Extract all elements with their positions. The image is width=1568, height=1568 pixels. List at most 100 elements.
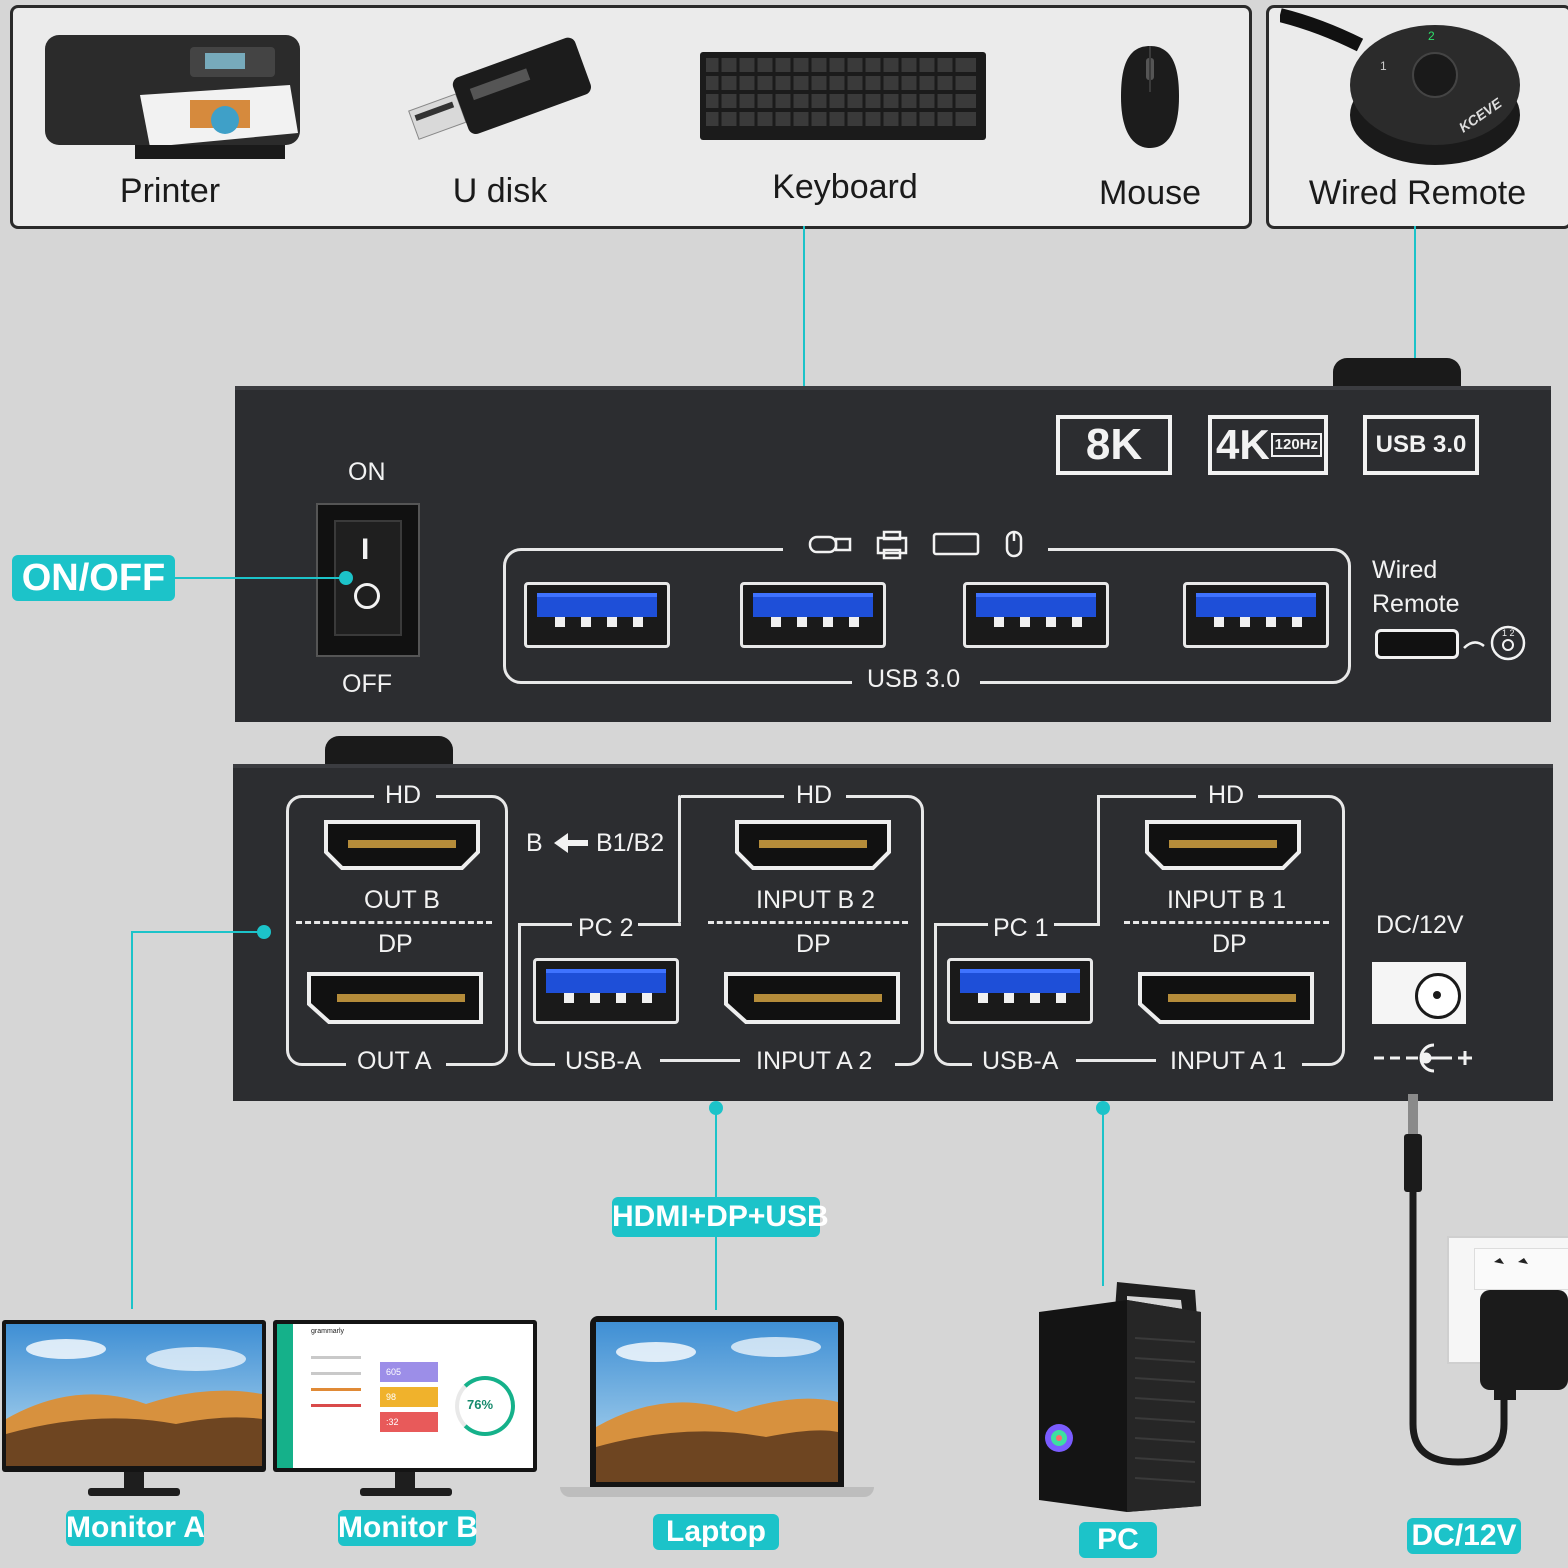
monitor-a-tag: Monitor A: [66, 1510, 205, 1546]
mouse-label: Mouse: [1098, 174, 1202, 212]
screen-row-2: [311, 1372, 361, 1375]
svg-text:1 2: 1 2: [1502, 628, 1515, 638]
badge-4k-text: 4K: [1216, 421, 1270, 468]
screen-row-3: [311, 1388, 361, 1391]
badge-usb30: USB 3.0: [1363, 415, 1479, 475]
b-route-arrow-shaft: [566, 840, 588, 846]
badge-4k: 4K 120Hz: [1208, 415, 1328, 475]
svg-text:1: 1: [1380, 59, 1387, 73]
hdmi-input-b2-port[interactable]: [733, 818, 893, 872]
b-route-from: B: [526, 829, 543, 857]
pc1-mask: [931, 788, 1099, 926]
laptop-line-2: [715, 1237, 717, 1310]
mouse-icon: [1121, 46, 1179, 148]
b-route-arrow: [554, 833, 568, 853]
bottom-foot-knob: [325, 736, 453, 768]
input-b2-label: INPUT B 2: [756, 886, 876, 914]
pc1-dash: [1124, 921, 1329, 924]
usb-a-pc2-port[interactable]: [533, 958, 679, 1024]
pc-line: [1102, 1108, 1104, 1286]
monitor-a-stand: [124, 1472, 144, 1490]
onoff-dot: [339, 571, 353, 585]
dp-label-out: DP: [378, 930, 413, 958]
printer-icon: [45, 35, 300, 159]
laptop-line-1: [715, 1108, 717, 1198]
screen-sidebar: [277, 1324, 293, 1468]
monitor-a-base: [88, 1488, 180, 1496]
udisk-icon: [408, 37, 591, 140]
top-foot-knob: [1333, 358, 1461, 390]
screen-score-ring: [455, 1376, 515, 1436]
pc1-label: PC 1: [993, 914, 1049, 942]
dc-jack-pin: [1433, 991, 1441, 999]
remote-port-icon: 1 2: [1463, 625, 1526, 661]
onoff-connector-line: [175, 577, 345, 579]
mask-hd-3: [1196, 780, 1258, 810]
remote-port[interactable]: [1375, 629, 1459, 659]
monitor-b-stand: [395, 1472, 415, 1490]
dp-label-pc1: DP: [1212, 930, 1247, 958]
usb30-label: USB 3.0: [867, 665, 961, 693]
monitor-b-base: [360, 1488, 452, 1496]
dp-out-a-port[interactable]: [305, 970, 485, 1026]
keyboard-icon: [700, 52, 986, 140]
input-a2-label: INPUT A 2: [756, 1047, 873, 1075]
screen-row-1: [311, 1356, 361, 1359]
screen-card-1: 605: [380, 1362, 438, 1382]
pc-tag: PC: [1079, 1522, 1157, 1558]
pc1-bottom-line: [1076, 1059, 1156, 1062]
usb-a-label-pc2: USB-A: [565, 1047, 642, 1075]
usb-port-1[interactable]: [524, 582, 670, 648]
out-b-label: OUT B: [364, 886, 440, 914]
dc-tag: DC/12V: [1407, 1518, 1521, 1554]
usb-label-mask: [852, 664, 980, 694]
screen-card-2: 98: [380, 1387, 438, 1407]
pc2-mask: [515, 788, 681, 926]
remote-icon: 2 1 KCEVE: [1280, 8, 1520, 165]
dp-input-a2-port[interactable]: [722, 970, 902, 1026]
dc-panel-label: DC/12V: [1376, 911, 1464, 939]
pc2-label: PC 2: [578, 914, 634, 942]
dp-input-a1-port[interactable]: [1136, 970, 1316, 1026]
hdmi-dp-usb-tag: HDMI+DP+USB: [612, 1197, 829, 1237]
mask-pc1: [988, 912, 1054, 942]
input-a1-label: INPUT A 1: [1170, 1047, 1287, 1075]
switch-on-mark: I: [361, 533, 370, 566]
hdmi-out-b-port[interactable]: [322, 818, 482, 872]
mask-pc2: [572, 912, 638, 942]
remote-label: Wired Remote: [1308, 174, 1527, 212]
output-dash: [296, 921, 492, 924]
udisk-label: U disk: [452, 172, 548, 210]
svg-text:2: 2: [1428, 29, 1435, 43]
switch-off-mark: [354, 583, 380, 609]
usb-port-4[interactable]: [1183, 582, 1329, 648]
laptop-base: [560, 1487, 874, 1497]
printer-label: Printer: [119, 172, 221, 210]
usb-port-3[interactable]: [963, 582, 1109, 648]
dp-label-pc2: DP: [796, 930, 831, 958]
mask-hd-1: [374, 780, 436, 810]
usb-device-icons: [808, 530, 1023, 560]
input-b1-label: INPUT B 1: [1167, 886, 1287, 914]
usb-a-pc1-port[interactable]: [947, 958, 1093, 1024]
screen-row-4: [311, 1404, 361, 1407]
wired-remote-label-1: Wired: [1372, 556, 1438, 584]
monitor-b-tag: Monitor B: [338, 1510, 478, 1546]
hdmi-input-b1-port[interactable]: [1143, 818, 1303, 872]
usb-a-label-pc1: USB-A: [982, 1047, 1059, 1075]
output-dot: [257, 925, 271, 939]
pc2-inner-line-v: [678, 795, 681, 923]
dc-polarity-icon: [1374, 1043, 1472, 1073]
badge-8k: 8K: [1056, 415, 1172, 475]
b-route-src: B1/B2: [596, 829, 665, 857]
onoff-tag: ON/OFF: [12, 555, 175, 601]
badge-hz-text: 120Hz: [1270, 433, 1322, 457]
screen-score: 76%: [467, 1397, 494, 1412]
mask-hd-2: [784, 780, 846, 810]
power-cable: [1404, 1094, 1508, 1466]
pc-tower: [1039, 1282, 1201, 1512]
usb-port-2[interactable]: [740, 582, 886, 648]
on-label: ON: [348, 458, 386, 486]
mask-outa: [346, 1046, 446, 1076]
hd-label-out: HD: [385, 781, 422, 809]
